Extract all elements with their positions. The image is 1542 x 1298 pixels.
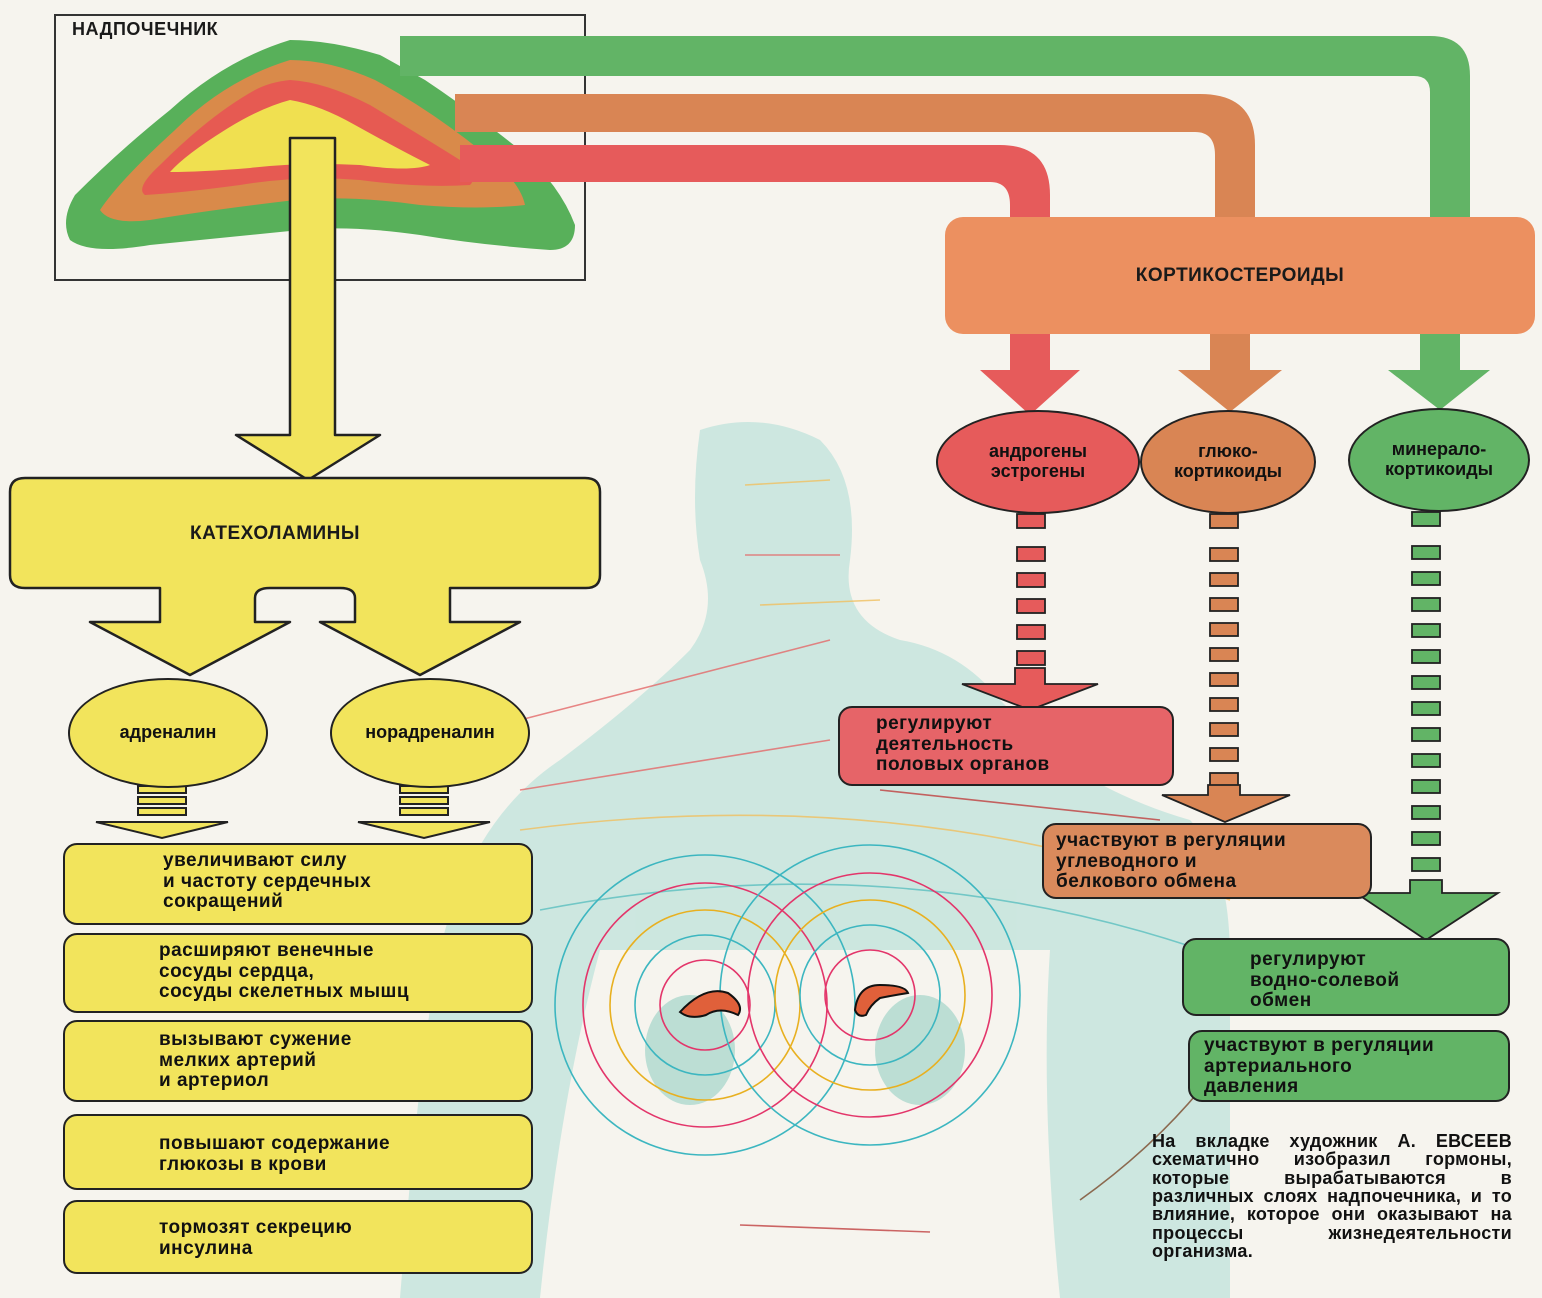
yellow-arrow	[234, 136, 382, 482]
mineralo-dashed-arrow	[1353, 511, 1502, 942]
red-arrow	[460, 145, 1050, 218]
effect-vessels: расширяют венечные сосуды сердца, сосуды…	[63, 933, 533, 1013]
effect-metabolism: участвуют в регуляции углеводного и белк…	[1042, 823, 1372, 899]
body-silhouette	[400, 422, 1230, 1298]
corticosteroids-box-shape	[945, 217, 1535, 334]
effect-glucose: повышают содержание глюкозы в крови	[63, 1114, 533, 1190]
cortico-arrows	[980, 334, 1490, 415]
orange-arrow	[455, 94, 1255, 218]
androgens-oval: андрогены эстрогены	[936, 410, 1140, 514]
adrenaline-oval: адреналин	[68, 678, 268, 788]
effect-heart-rate: увеличивают силу и частоту сердечных сок…	[63, 843, 533, 925]
effect-insulin: тормозят секрецию инсулина	[63, 1200, 533, 1274]
effect-blood-pressure: участвуют в регуляции артериального давл…	[1188, 1030, 1510, 1102]
kidney-circles	[554, 844, 1021, 1156]
mineralocorticoids-oval: минерало- кортикоиды	[1348, 408, 1530, 512]
green-arrow	[400, 36, 1470, 218]
corticosteroids-label: КОРТИКОСТЕРОИДЫ	[1135, 264, 1345, 286]
small-adrenal-icons	[678, 983, 910, 1018]
noradrenaline-oval: норадреналин	[330, 678, 530, 788]
adrenaline-connector	[95, 785, 491, 840]
caption-text: На вкладке художник А. ЕВСЕЕВ схематично…	[1152, 1131, 1512, 1262]
effect-arteries: вызывают сужение мелких артерий и артери…	[63, 1020, 533, 1102]
effect-water-salt: регулируют водно-солевой обмен	[1182, 938, 1510, 1016]
adrenal-title: НАДПОЧЕЧНИК	[72, 19, 219, 39]
radiation-lines	[519, 479, 1231, 1233]
gluco-dashed-arrow	[1161, 513, 1291, 823]
androgen-dashed-arrow	[961, 513, 1099, 711]
catecholamines-box-shape	[8, 476, 602, 677]
effect-sex-organs: регулируют деятельность половых органов	[838, 706, 1174, 786]
glucocorticoids-oval: глюко- кортикоиды	[1140, 410, 1316, 514]
catecholamines-label: КАТЕХОЛАМИНЫ	[190, 523, 360, 544]
